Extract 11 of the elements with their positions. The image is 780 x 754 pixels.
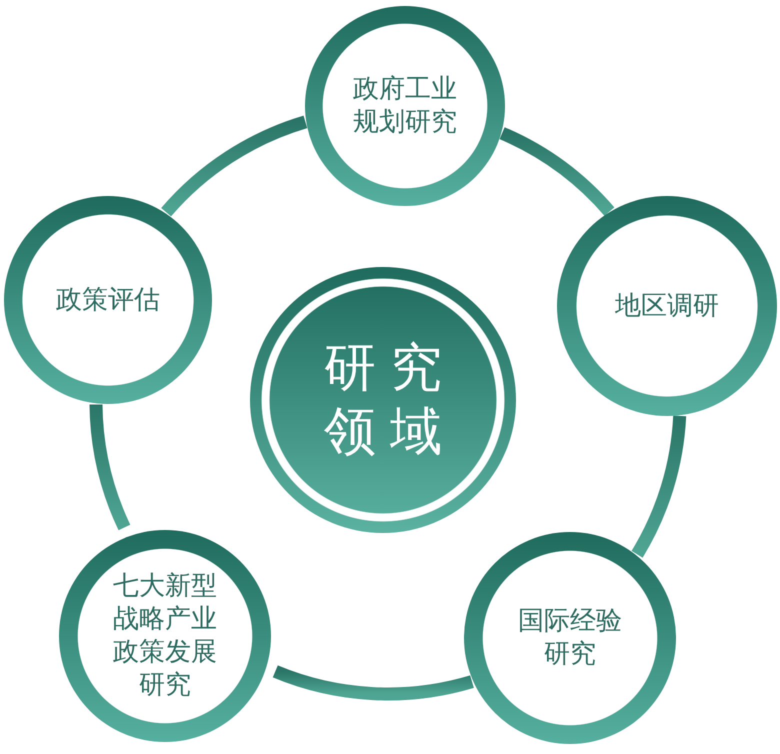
topic-circle: 七大新型战略产业政策发展研究	[59, 530, 271, 742]
ring-arc	[631, 415, 686, 558]
topic-circle: 政府工业规划研究	[305, 6, 505, 206]
ring-arc	[161, 116, 308, 217]
center-circle: 研究领域	[250, 267, 516, 533]
ring-arc	[90, 404, 130, 530]
topic-circle: 国际经验研究	[464, 532, 676, 744]
topic-circle: 地区调研	[557, 196, 777, 416]
ring-arc	[273, 665, 474, 700]
ring-arc	[499, 127, 614, 216]
topic-circle: 政策评估	[4, 196, 212, 404]
